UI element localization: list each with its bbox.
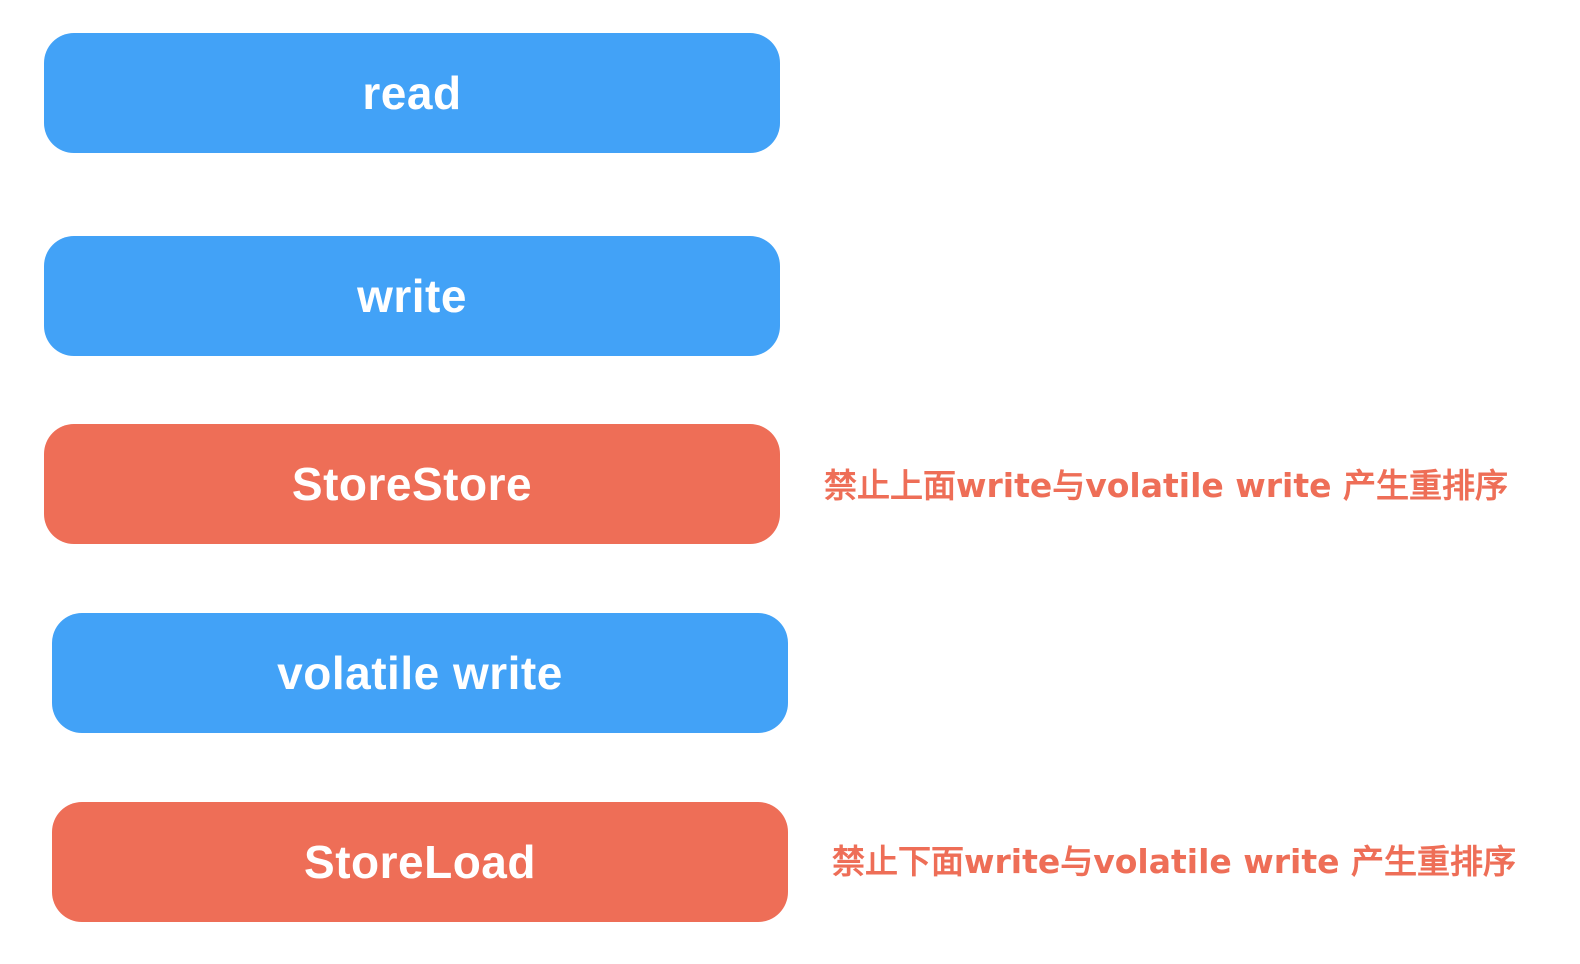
storeload-label: StoreLoad xyxy=(304,836,536,888)
storestore-annotation: 禁止上面write与volatile write 产生重排序 xyxy=(824,466,1508,505)
storeload-barrier-block: StoreLoad xyxy=(52,802,788,922)
write-label: write xyxy=(357,270,467,322)
write-block: write xyxy=(44,236,780,356)
storestore-barrier-block: StoreStore xyxy=(44,424,780,544)
volatile-write-label: volatile write xyxy=(277,647,563,699)
read-label: read xyxy=(362,67,462,119)
storestore-label: StoreStore xyxy=(291,458,533,510)
volatile-write-block: volatile write xyxy=(52,613,788,733)
read-block: read xyxy=(44,33,780,153)
storeload-annotation: 禁止下面write与volatile write 产生重排序 xyxy=(832,842,1516,881)
